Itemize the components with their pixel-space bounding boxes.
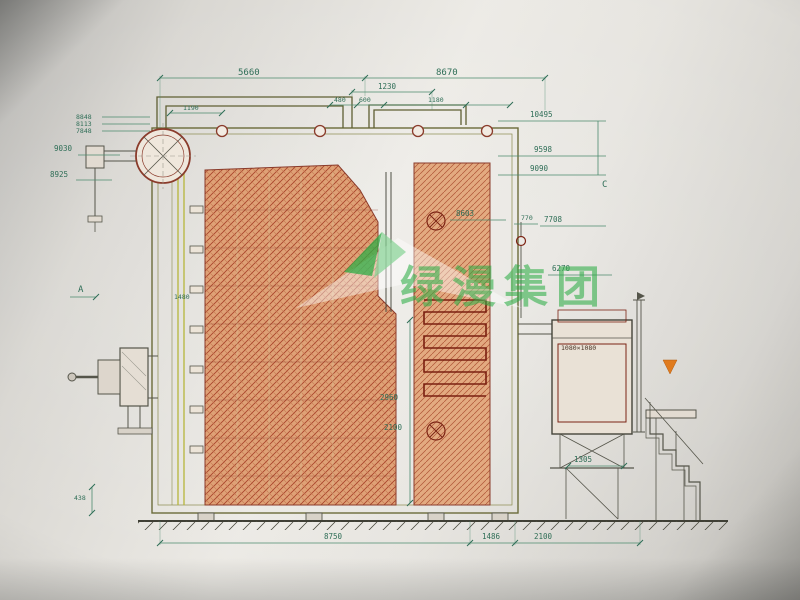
dim-label-10495: 10495 — [530, 110, 553, 119]
dim-label-1486: 1486 — [482, 532, 501, 541]
dim-label-9598: 9598 — [534, 145, 553, 154]
dim-label-1480: 1480 — [174, 293, 190, 301]
bottom-supports — [197, 512, 509, 522]
buckstays — [189, 205, 204, 454]
dim-label-1230: 1230 — [378, 82, 397, 91]
access-door-lower — [426, 421, 446, 441]
furnace-hatch — [204, 164, 397, 506]
marker-c: C — [602, 180, 607, 190]
dim-label-1180: 1180 — [428, 96, 444, 104]
dimension-lines — [70, 74, 644, 547]
roof-header-circles — [215, 124, 494, 138]
burner-assembly — [67, 347, 158, 435]
dim-label-600: 600 — [359, 96, 371, 104]
watermark-text: 绿漫集团 — [400, 262, 608, 313]
dimension-labels: 5660 8670 1230 1190 480 600 1180 10495 9… — [50, 68, 607, 541]
dim-label-8603: 8603 — [456, 209, 474, 218]
dim-label-8750: 8750 — [324, 532, 343, 541]
dim-label-8925: 8925 — [50, 170, 68, 179]
dim-label-1190: 1190 — [183, 104, 199, 112]
dim-label-8113: 8113 — [76, 120, 92, 128]
rear-pass-hatch — [385, 162, 491, 506]
dim-label-1305: 1305 — [574, 455, 592, 464]
dim-label-9030: 9030 — [54, 144, 73, 153]
dim-label-7848: 7848 — [76, 127, 92, 135]
dim-label-8848: 8848 — [76, 113, 92, 121]
section-marker-triangle — [662, 359, 678, 375]
stairs — [644, 397, 704, 520]
dim-label-7708: 7708 — [544, 215, 563, 224]
watermark: 绿漫集团 — [296, 232, 608, 313]
steam-drum — [85, 123, 196, 232]
ground-line — [138, 520, 728, 530]
watermark-swoosh — [296, 238, 522, 308]
superheater-coil — [423, 299, 487, 397]
marker-a: A — [78, 285, 84, 295]
dim-label-6270: 6270 — [552, 264, 571, 273]
dim-label-2960: 2960 — [380, 393, 399, 402]
economizer — [518, 309, 634, 520]
dim-label-5660: 5660 — [238, 68, 260, 78]
vent-pipe — [633, 292, 645, 433]
economizer-size-label: 1080×1080 — [561, 344, 596, 352]
dim-label-480: 480 — [334, 96, 346, 104]
dim-label-2100: 2100 — [534, 532, 553, 541]
dim-label-770: 770 — [521, 214, 533, 222]
watermark-logo-light — [374, 232, 406, 278]
access-door-upper — [426, 211, 446, 231]
watermark-logo — [344, 232, 382, 276]
dim-label-438: 438 — [74, 494, 86, 502]
dim-label-2100-mid: 2100 — [384, 423, 403, 432]
dim-label-9090: 9090 — [530, 164, 549, 173]
dim-label-8670: 8670 — [436, 68, 458, 78]
